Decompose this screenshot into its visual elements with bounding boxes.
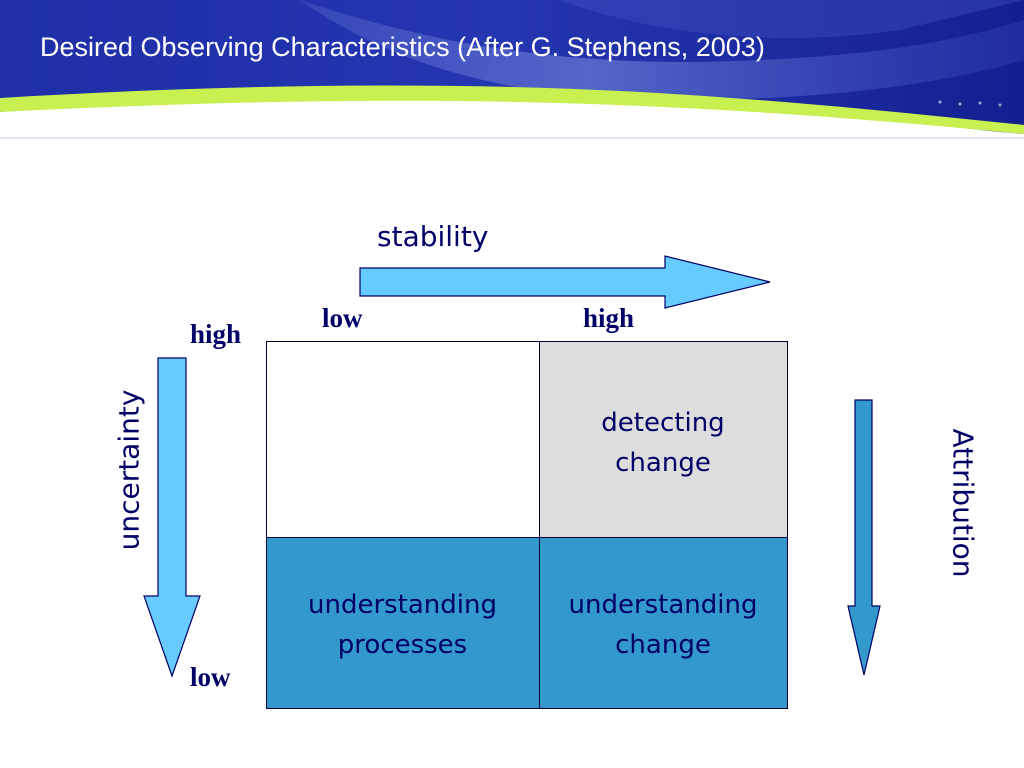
cell-understanding-processes-line2: processes — [337, 630, 468, 660]
cell-detecting-change-line1: detecting — [601, 408, 725, 438]
stability-low-label: low — [322, 303, 363, 333]
uncertainty-high-label: high — [190, 319, 242, 349]
header-background — [0, 0, 1024, 140]
stability-label: stability — [377, 220, 489, 253]
uncertainty-arrow — [143, 357, 201, 678]
slide-title: Desired Observing Characteristics (After… — [40, 32, 765, 62]
matrix-border-bottom — [266, 708, 788, 709]
stability-high-label: high — [583, 303, 635, 333]
uncertainty-low-label: low — [190, 662, 231, 692]
attribution-label: Attribution — [946, 428, 980, 578]
cell-understanding-change-line1: understanding — [568, 590, 758, 620]
matrix-border-right — [787, 341, 788, 709]
stability-arrow — [359, 255, 771, 309]
cell-understanding-processes-line1: understanding — [307, 590, 497, 620]
matrix-divider-horizontal — [266, 537, 788, 538]
matrix-divider-vertical — [539, 341, 540, 709]
cell-top-left — [266, 341, 539, 537]
attribution-arrow — [847, 399, 881, 676]
uncertainty-label: uncertainty — [112, 389, 146, 551]
cell-detecting-change: detecting change — [539, 341, 787, 537]
cell-understanding-change: understanding change — [539, 537, 787, 708]
header-banner: Desired Observing Characteristics (After… — [0, 0, 1024, 140]
matrix-border-top — [266, 341, 788, 342]
matrix-border-left — [266, 341, 267, 709]
cell-understanding-processes: understanding processes — [266, 537, 539, 708]
cell-understanding-change-line2: change — [615, 630, 711, 660]
cell-detecting-change-line2: change — [615, 448, 711, 478]
